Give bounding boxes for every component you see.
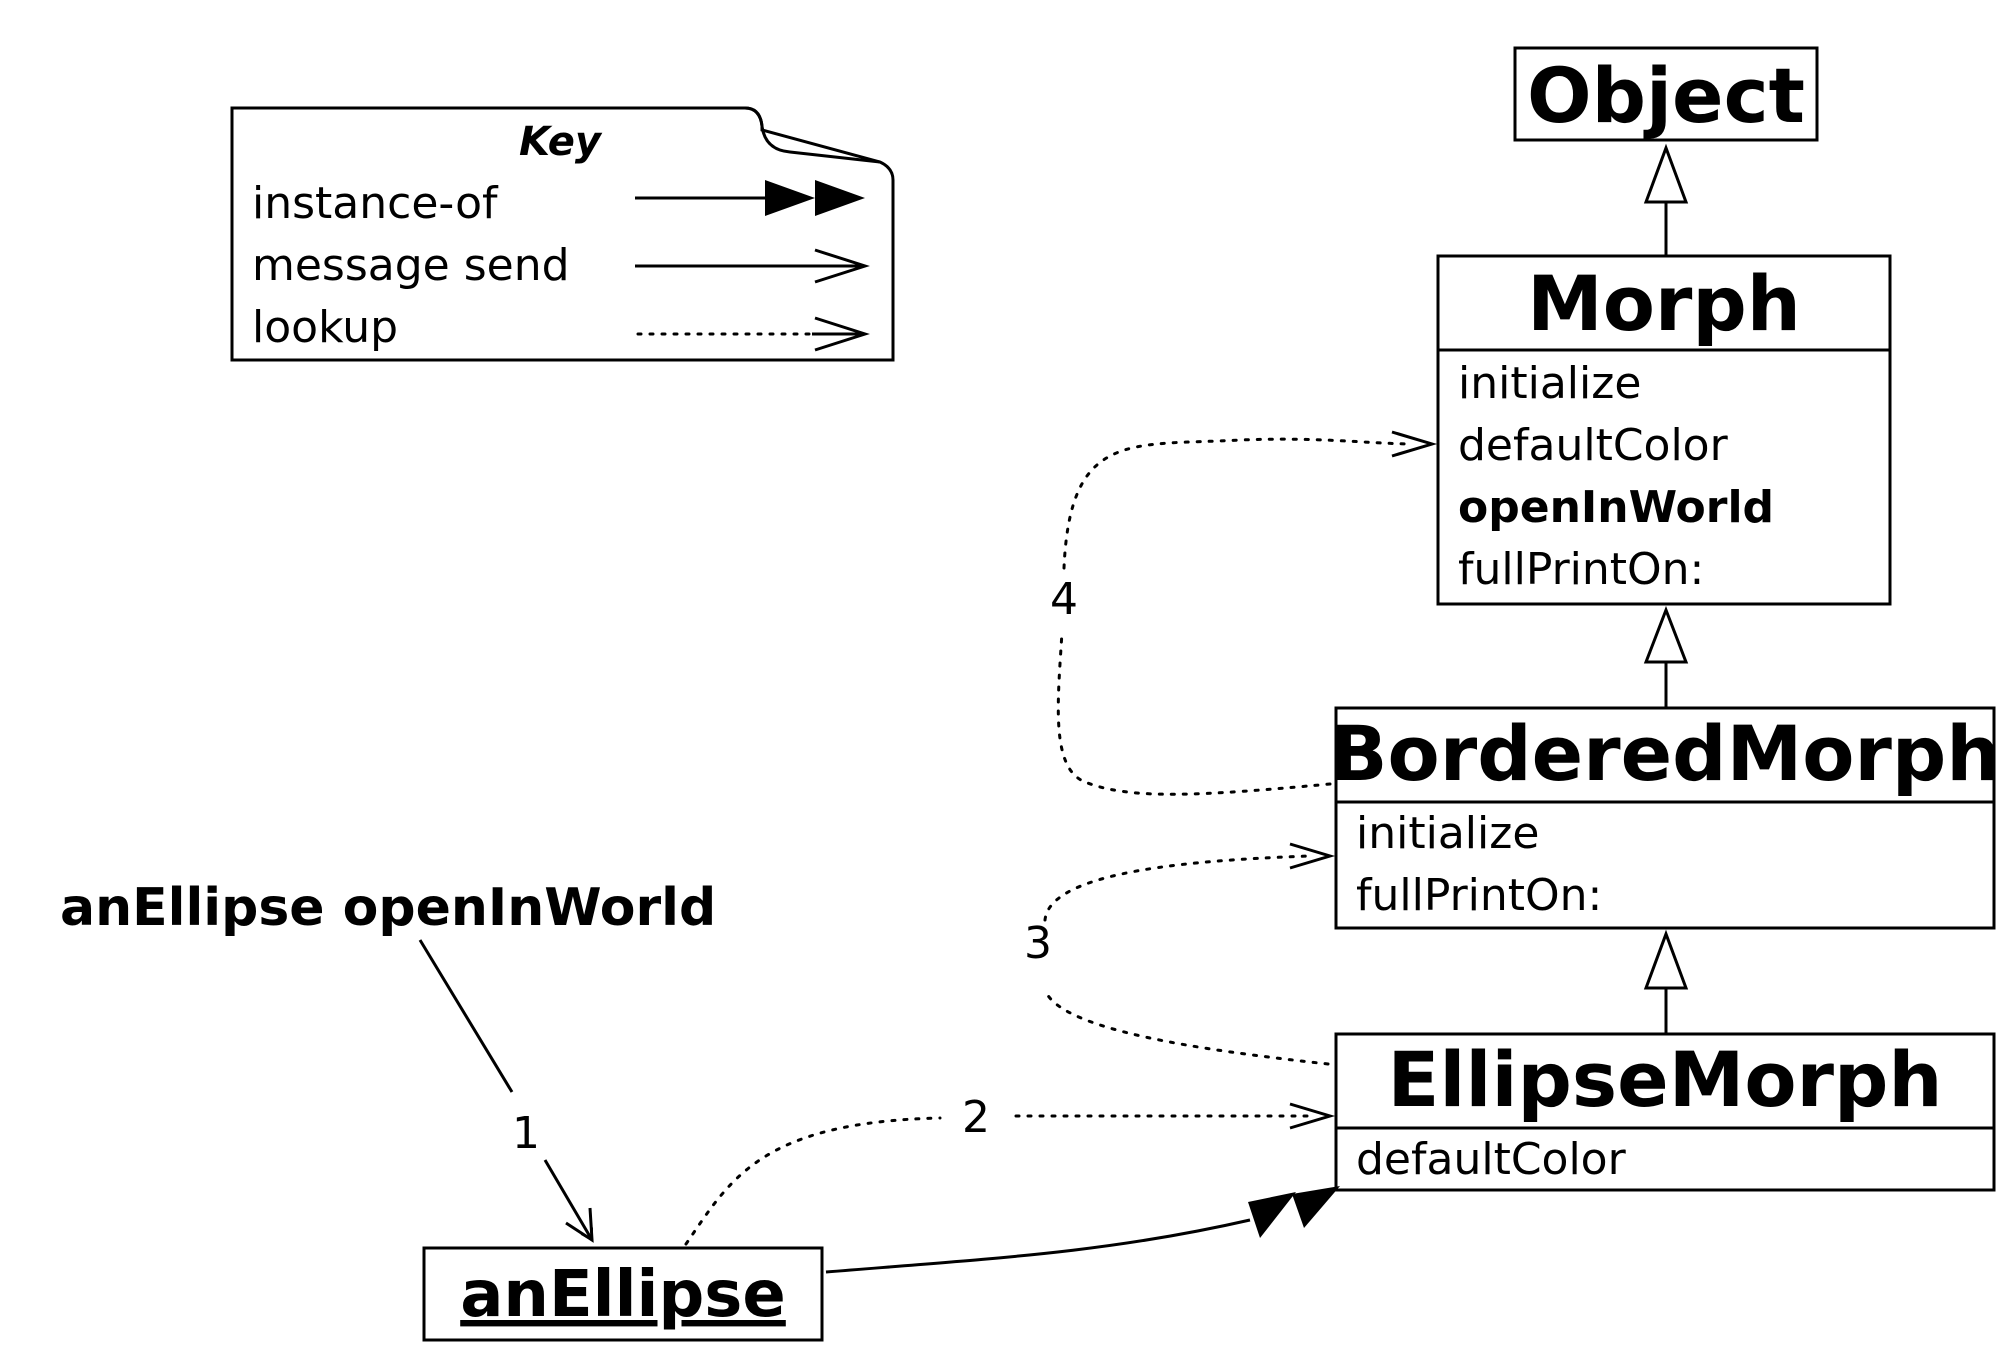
instance-anellipse: anEllipse bbox=[422, 1246, 824, 1342]
step-1-message-send: 1 bbox=[418, 939, 594, 1243]
morph-method-fullprinton: fullPrintOn: bbox=[1458, 544, 1704, 595]
key-label-lookup: lookup bbox=[252, 302, 398, 353]
key-legend: Key instance-of message send lookup bbox=[230, 106, 895, 362]
borderedmorph-method-initialize: initialize bbox=[1356, 808, 1539, 859]
message-expression: anEllipse openInWorld bbox=[60, 878, 716, 938]
step-label-4: 4 bbox=[1050, 574, 1078, 625]
step-label-2: 2 bbox=[962, 1092, 990, 1143]
instance-anellipse-name: anEllipse bbox=[460, 1258, 786, 1332]
inheritance-ellipse-bordered bbox=[1643, 929, 1689, 1034]
borderedmorph-method-fullprinton: fullPrintOn: bbox=[1356, 870, 1602, 921]
key-title: Key bbox=[519, 119, 603, 165]
key-instance-of-arrow bbox=[635, 180, 865, 216]
morph-method-defaultcolor: defaultColor bbox=[1458, 420, 1729, 471]
inheritance-bordered-morph bbox=[1643, 605, 1689, 708]
class-object: Object bbox=[1513, 46, 1819, 142]
class-object-name: Object bbox=[1527, 51, 1805, 140]
step-2-lookup: 2 bbox=[684, 1092, 1336, 1246]
step-label-1: 1 bbox=[512, 1108, 540, 1159]
class-morph-name: Morph bbox=[1527, 259, 1801, 348]
morph-method-openinworld: openInWorld bbox=[1458, 482, 1774, 533]
inheritance-morph-object bbox=[1643, 143, 1689, 256]
class-ellipsemorph: EllipseMorph defaultColor bbox=[1334, 1032, 1996, 1192]
class-morph: Morph initialize defaultColor openInWorl… bbox=[1436, 254, 1892, 606]
key-label-instance-of: instance-of bbox=[252, 178, 499, 229]
key-message-send-arrow bbox=[635, 248, 870, 284]
step-label-3: 3 bbox=[1024, 918, 1052, 969]
step-4-lookup: 4 bbox=[1050, 430, 1438, 796]
step-3-lookup: 3 bbox=[1024, 842, 1336, 1066]
key-label-message-send: message send bbox=[252, 240, 570, 291]
class-borderedmorph: BorderedMorph initialize fullPrintOn: bbox=[1330, 706, 2001, 930]
class-borderedmorph-name: BorderedMorph bbox=[1330, 709, 2001, 798]
ellipsemorph-method-defaultcolor: defaultColor bbox=[1356, 1134, 1627, 1185]
class-ellipsemorph-name: EllipseMorph bbox=[1387, 1035, 1942, 1124]
instance-of-arrow bbox=[825, 1186, 1340, 1274]
key-lookup-arrow bbox=[636, 316, 870, 352]
morph-method-initialize: initialize bbox=[1458, 358, 1641, 409]
